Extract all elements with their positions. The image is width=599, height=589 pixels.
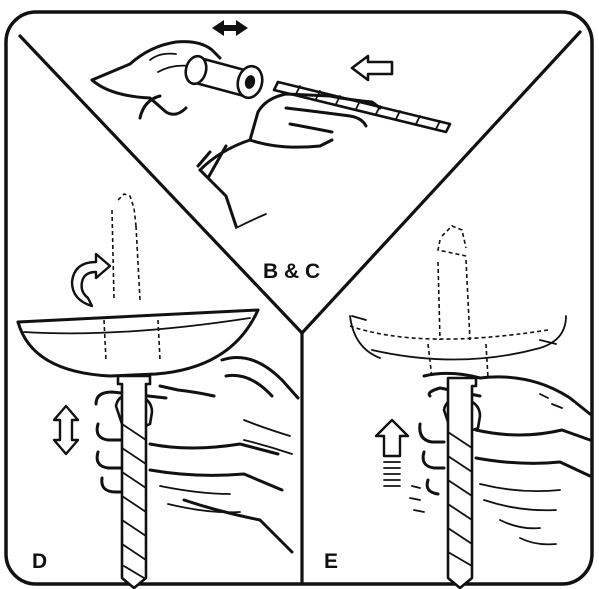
grinding-wheel-right — [350, 316, 566, 360]
grinding-wheel — [183, 54, 266, 100]
panel-top-illustration: B & C — [92, 20, 450, 283]
drill-bit-dashed-right — [428, 226, 488, 378]
double-arrow-icon — [212, 20, 248, 36]
rotate-arrow-icon — [72, 254, 110, 306]
grinding-wheel-left — [18, 310, 258, 376]
panel-dividers — [20, 32, 580, 584]
up-down-arrow-icon — [54, 406, 78, 454]
drill-bit-dashed-left — [104, 194, 160, 360]
panel-label-d: D — [32, 550, 47, 573]
panel-label-bc: B & C — [263, 260, 320, 283]
outer-frame — [6, 12, 592, 584]
left-arrow-icon — [352, 56, 392, 80]
panel-label-e: E — [324, 550, 338, 573]
panel-left-illustration: D — [18, 194, 298, 588]
drill-bit-right — [448, 378, 476, 588]
panel-right-illustration: E — [324, 226, 590, 588]
up-arrow-icon — [376, 420, 408, 486]
drill-bit-left — [118, 376, 150, 588]
